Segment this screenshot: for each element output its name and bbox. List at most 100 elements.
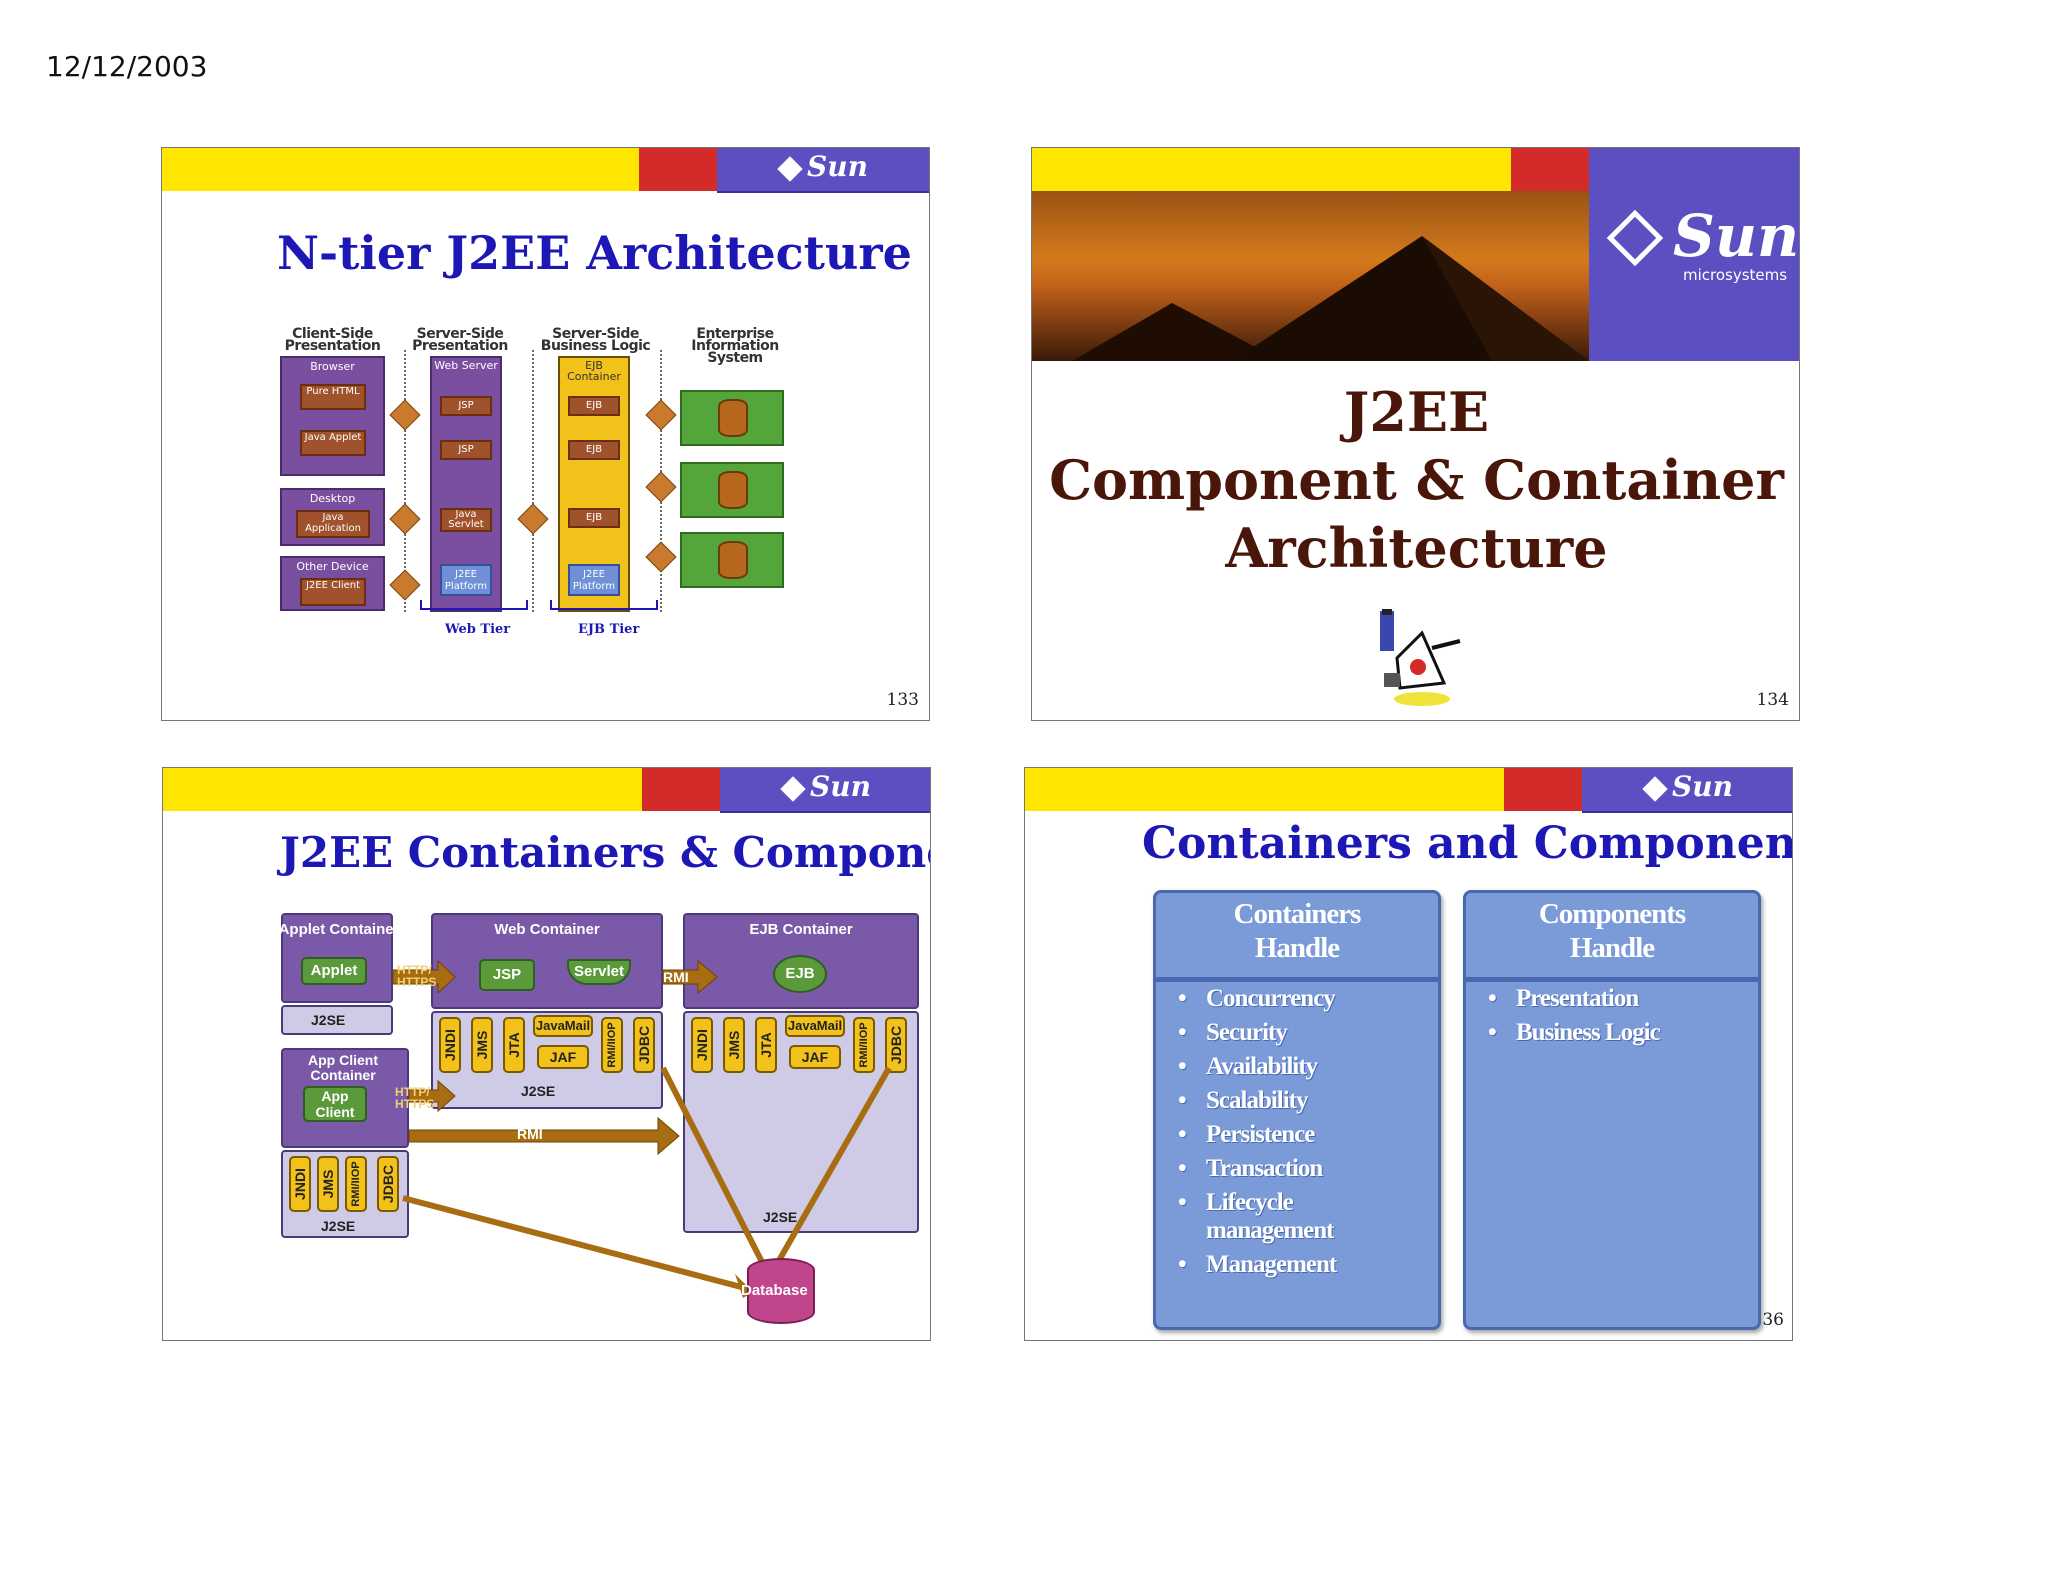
jaf-box: JAF bbox=[537, 1045, 589, 1069]
sun-diamond-icon bbox=[777, 155, 803, 182]
slide-title: J2EE Component & Container Architecture bbox=[1049, 380, 1784, 580]
desktop-box: Desktop Java Application bbox=[280, 488, 385, 546]
jta-box: JTA bbox=[755, 1017, 777, 1073]
java-application-box: Java Application bbox=[296, 510, 370, 538]
web-server-box: Web Server JSP JSP Java Servlet J2EE Pla… bbox=[430, 356, 502, 612]
list-item: Scalability bbox=[1178, 1087, 1356, 1115]
list-item: Security bbox=[1178, 1019, 1356, 1047]
eis-box-3 bbox=[680, 532, 784, 588]
sun-logo: Sun bbox=[780, 770, 871, 803]
rmi-label: RMI bbox=[517, 1126, 543, 1142]
rmi-iiop-box: RMI/IIOP bbox=[601, 1017, 623, 1073]
connection-arrow-icon bbox=[389, 569, 421, 601]
list-item: Management bbox=[1178, 1251, 1356, 1279]
header-blue-bar: Sun bbox=[720, 768, 930, 813]
jdbc-box: JDBC bbox=[633, 1017, 655, 1073]
slide-136: Sun Containers and Components Containers… bbox=[1024, 767, 1793, 1341]
app-client-container: App Client Container App Client bbox=[281, 1048, 409, 1148]
javamail-box: JavaMail bbox=[785, 1015, 845, 1037]
header-blue-bar: Sun bbox=[1582, 768, 1792, 813]
ejb-container-label: EJB Container bbox=[749, 921, 853, 938]
ejb-box: EJB bbox=[773, 955, 827, 993]
applet-container-label: Applet Container bbox=[278, 921, 400, 938]
page-number: 134 bbox=[1756, 690, 1789, 710]
components-handle-panel: Components Handle Presentation Business … bbox=[1463, 890, 1761, 1330]
containers-list: Concurrency Security Availability Scalab… bbox=[1156, 985, 1356, 1285]
web-container: Web Container JSP Servlet bbox=[431, 913, 663, 1009]
web-tier-label: Web Tier bbox=[445, 622, 511, 637]
list-item: Business Logic bbox=[1488, 1019, 1661, 1047]
web-tier-brace bbox=[420, 600, 528, 610]
tier-separator bbox=[532, 350, 534, 612]
print-date: 12/12/2003 bbox=[46, 50, 208, 83]
components-handle-heading: Components Handle bbox=[1466, 893, 1758, 982]
header-red-bar bbox=[1504, 768, 1582, 811]
javamail-box: JavaMail bbox=[533, 1015, 593, 1037]
list-item: Availability bbox=[1178, 1053, 1356, 1081]
list-item: Concurrency bbox=[1178, 985, 1356, 1013]
jndi-box: JNDI bbox=[691, 1017, 713, 1073]
sun-logo: Sun bbox=[777, 150, 868, 183]
list-item: Lifecycle management bbox=[1178, 1189, 1356, 1245]
duke-mascot-icon bbox=[1380, 609, 1461, 706]
rmi-iiop-box: RMI/IIOP bbox=[345, 1156, 367, 1212]
database-cylinder: Database bbox=[741, 1258, 815, 1324]
ejb-tier-label: EJB Tier bbox=[578, 622, 640, 637]
jsp-box: JSP bbox=[479, 959, 535, 991]
ejb-j2se-box: JNDI JMS JTA JavaMail JAF RMI/IIOP JDBC … bbox=[683, 1011, 919, 1233]
ejb-container-label: EJB Container bbox=[567, 359, 621, 383]
other-device-label: Other Device bbox=[296, 560, 369, 573]
pyramids-graphic bbox=[1072, 236, 1589, 361]
connection-arrow-icon bbox=[645, 399, 677, 431]
col-header-client: Client-Side Presentation bbox=[284, 326, 381, 354]
rmi-label: RMI bbox=[663, 969, 689, 985]
header-yellow-bar bbox=[163, 768, 642, 811]
applet-container: Applet Container Applet bbox=[279, 913, 399, 1003]
header-blue-bar: Sun bbox=[717, 148, 929, 193]
database-label: Database bbox=[741, 1282, 808, 1299]
connection-arrow-icon bbox=[645, 541, 677, 573]
header-yellow-bar bbox=[162, 148, 639, 191]
header-yellow-bar bbox=[1025, 768, 1504, 811]
pyramids-image bbox=[1032, 191, 1589, 361]
jndi-box: JNDI bbox=[439, 1017, 461, 1073]
slide-title: N-tier J2EE Architecture bbox=[277, 226, 912, 280]
pure-html-box: Pure HTML bbox=[300, 384, 366, 410]
app-client-container-label: App Client Container bbox=[308, 1052, 378, 1083]
browser-box: Browser Pure HTML Java Applet bbox=[280, 356, 385, 476]
ejb-tier-brace bbox=[550, 600, 658, 610]
jta-box: JTA bbox=[503, 1017, 525, 1073]
components-list: Presentation Business Logic bbox=[1466, 985, 1661, 1053]
slide-title: Containers and Components bbox=[1142, 818, 1793, 869]
database-icon bbox=[718, 399, 748, 437]
jndi-box: JNDI bbox=[289, 1156, 311, 1212]
servlet-box: Servlet bbox=[567, 959, 631, 985]
java-applet-box: Java Applet bbox=[300, 430, 366, 456]
ejb-box-1: EJB bbox=[568, 396, 620, 416]
jms-box: JMS bbox=[723, 1017, 745, 1073]
ntier-diagram: Client-Side Presentation Server-Side Pre… bbox=[280, 326, 800, 637]
j2se-label: J2SE bbox=[763, 1209, 798, 1225]
slide-133: Sun N-tier J2EE Architecture Client-Side… bbox=[161, 147, 930, 721]
jdbc-box: JDBC bbox=[377, 1156, 399, 1212]
j2se-label: J2SE bbox=[321, 1218, 356, 1234]
database-icon bbox=[718, 541, 748, 579]
j2ee-platform-web-box: J2EE Platform bbox=[440, 564, 492, 596]
http-https-label: HTTP/ HTTPS bbox=[395, 1085, 435, 1111]
j2ee-platform-ejb-box: J2EE Platform bbox=[568, 564, 620, 596]
page-number: 36 bbox=[1762, 1310, 1784, 1330]
col-header-eis: Enterprise Information System bbox=[691, 326, 779, 366]
java-servlet-box: Java Servlet bbox=[440, 508, 492, 532]
col-header-server-logic: Server-Side Business Logic bbox=[540, 326, 651, 354]
app-client-j2se-box: JNDI JMS RMI/IIOP JDBC J2SE bbox=[281, 1150, 409, 1238]
header-red-bar bbox=[642, 768, 720, 811]
j2se-label: J2SE bbox=[521, 1083, 556, 1099]
col-header-server-presentation: Server-Side Presentation bbox=[412, 326, 508, 354]
list-item: Presentation bbox=[1488, 985, 1660, 1013]
list-item: Transaction bbox=[1178, 1155, 1356, 1183]
sun-logo: Sun bbox=[1642, 770, 1733, 803]
ejb-box-3: EJB bbox=[568, 508, 620, 528]
jsp-box-2: JSP bbox=[440, 440, 492, 460]
connection-arrow-icon bbox=[389, 399, 421, 431]
connection-arrow-icon bbox=[389, 503, 421, 535]
